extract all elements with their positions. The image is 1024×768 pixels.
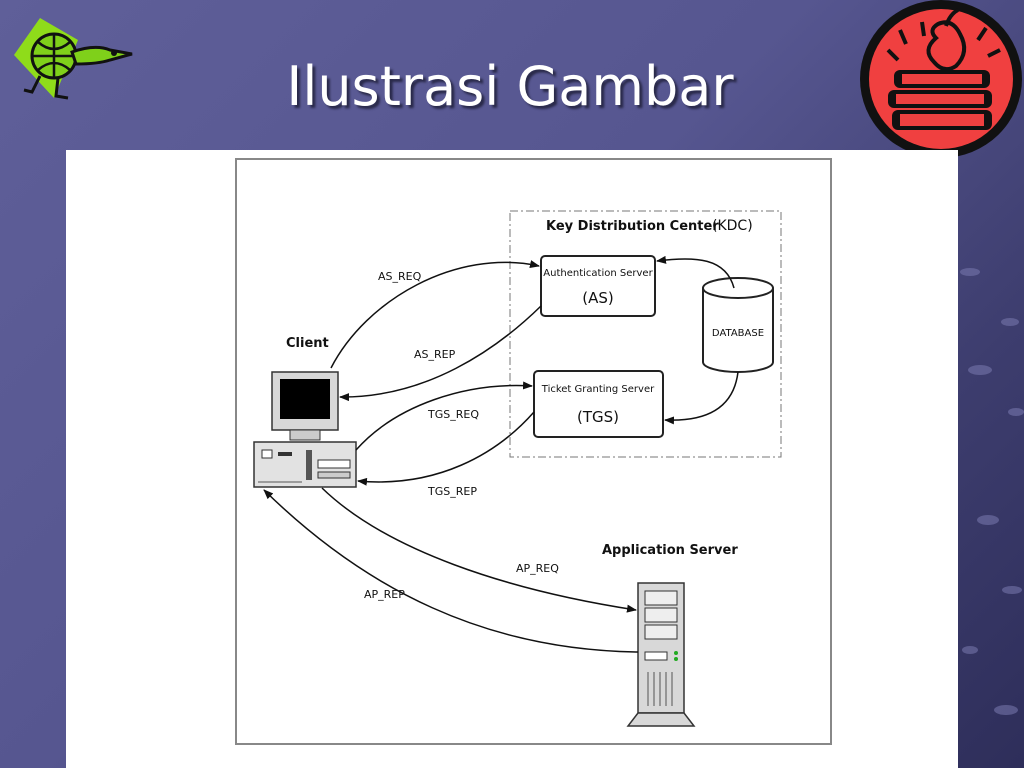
tgs-abbrev: (TGS) <box>577 408 619 426</box>
database-label: DATABASE <box>712 328 764 339</box>
tgs-rep-arrow <box>357 411 535 486</box>
client-label: Client <box>286 336 329 351</box>
tgs-name: Ticket Granting Server <box>541 384 655 395</box>
as-req-label: AS_REQ <box>378 270 422 283</box>
decorative-dots <box>960 268 1024 715</box>
tgs-req-label: TGS_REQ <box>427 408 479 421</box>
kdc-boundary <box>509 210 782 458</box>
kerberos-diagram: Key Distribution Center (KDC) Authentica… <box>235 158 832 745</box>
client-computer-icon <box>253 371 357 488</box>
app-server-label: Application Server <box>602 543 738 558</box>
ticket-granting-server-box <box>533 370 664 438</box>
ap-req-arrow <box>321 487 637 613</box>
ap-req-label: AP_REQ <box>516 562 559 575</box>
apple-books-clipart-icon <box>860 0 1022 158</box>
tgs-req-arrow <box>355 381 533 451</box>
kdc-title: Key Distribution Center <box>546 219 719 234</box>
ap-rep-arrow <box>263 489 639 653</box>
ap-rep-label: AP_REP <box>364 588 405 601</box>
as-req-arrow <box>330 260 540 369</box>
tgs-rep-label: TGS_REP <box>427 485 477 498</box>
authentication-server-box <box>540 255 656 317</box>
database-cylinder <box>702 277 774 373</box>
as-rep-label: AS_REP <box>414 348 456 361</box>
as-name: Authentication Server <box>543 268 653 279</box>
db-to-tgs-arrow <box>664 371 739 425</box>
kdc-abbrev: (KDC) <box>712 218 753 234</box>
as-rep-arrow <box>339 305 542 402</box>
application-server-icon <box>626 582 696 727</box>
db-to-as-arrow <box>656 255 735 289</box>
globe-lizard-clipart-icon <box>14 18 133 100</box>
as-abbrev: (AS) <box>582 289 614 307</box>
content-panel: Key Distribution Center (KDC) Authentica… <box>66 150 958 768</box>
slide-title: Ilustrasi Gambar <box>286 55 734 118</box>
